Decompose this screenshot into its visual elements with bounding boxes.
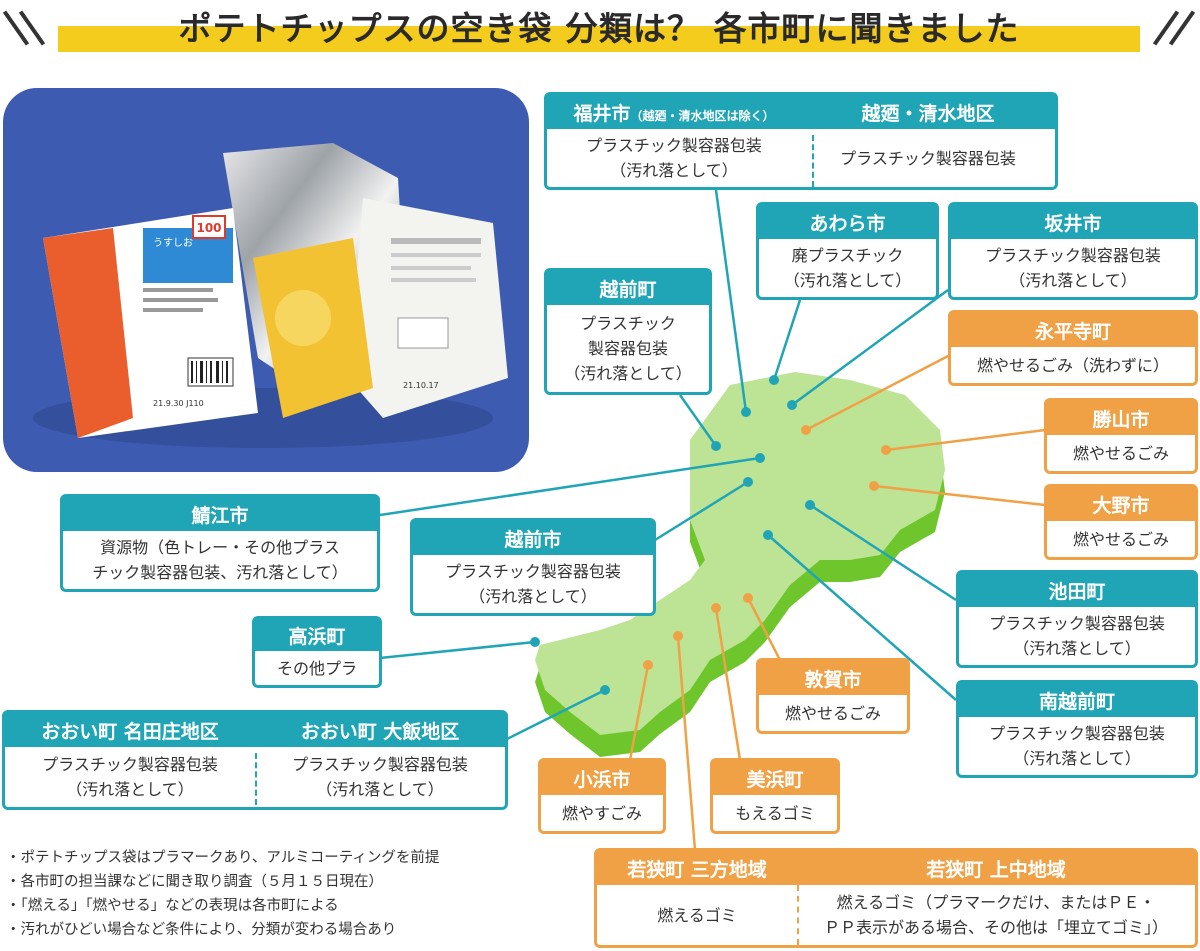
minamiechizen-body: プラスチック製容器包装（汚れ落として） (989, 724, 1165, 768)
katsuyama-body: 燃やせるごみ (1072, 443, 1169, 463)
footnote: ・「燃える」「燃やせる」などの表現は各市町による (6, 898, 339, 914)
card-minamiechizen: 南越前町 プラスチック製容器包装（汚れ落として） (956, 680, 1198, 778)
bag-date-1: 21.9.30 J110 (153, 399, 204, 408)
card-tsuruga: 敦賀市 燃やせるごみ (756, 658, 910, 734)
title-highlight (58, 26, 1140, 52)
divider (255, 753, 257, 805)
mihama-body: もえるゴミ (735, 803, 815, 823)
card-eiheiji: 永平寺町 燃やせるごみ（洗わずに） (948, 310, 1198, 386)
fukui-title-note: （越廼・清水地区は除く） (630, 108, 775, 123)
card-mihama: 美浜町 もえるゴミ (710, 758, 840, 834)
card-sakai: 坂井市 プラスチック製容器包装（汚れ落として） (948, 202, 1198, 300)
ono-title: 大野市 (1047, 487, 1195, 521)
card-ono: 大野市 燃やせるごみ (1044, 484, 1198, 560)
ohi-right-body: プラスチック製容器包装（汚れ落として） (292, 755, 468, 799)
ono-body: 燃やせるごみ (1072, 529, 1169, 549)
footnote: ・汚れがひどい場合など条件により、分類が変わる場合あり (6, 922, 397, 938)
tsuruga-title: 敦賀市 (759, 661, 907, 695)
wakasa-right-body: 燃えるゴミ（プラマークだけ、またはＰＥ・ＰＰ表示がある場合、その他は「埋立てゴミ… (823, 893, 1168, 937)
sakai-body: プラスチック製容器包装（汚れ落として） (985, 246, 1161, 290)
footnote: ・ポテトチップス袋はプラマークあり、アルミコーティングを前提 (6, 850, 440, 866)
card-takahama: 高浜町 その他プラ (252, 616, 382, 688)
map-land (535, 372, 945, 735)
fukui-right-title: 越廼・清水地区 (861, 102, 995, 125)
card-wakasa: 若狭町 三方地域 若狭町 上中地域 燃えるゴミ 燃えるゴミ（プラマークだけ、また… (594, 848, 1198, 948)
bag-badge-text: 100 (196, 221, 221, 235)
obama-body: 燃やすごみ (561, 803, 642, 823)
eiheiji-body: 燃やせるごみ（洗わずに） (976, 355, 1169, 375)
katsuyama-title: 勝山市 (1047, 401, 1195, 435)
echizenshi-title: 越前市 (413, 521, 653, 555)
wakasa-left-body: 燃えるゴミ (657, 905, 737, 925)
page-title: ポテトチップスの空き袋 分類は？ 各市町に聞きました (178, 9, 1020, 48)
echizencho-body: プラスチック製容器包装（汚れ落として） (564, 313, 692, 383)
ohi-right-title: おおい町 大飯地区 (300, 720, 460, 743)
tsuruga-body: 燃やせるごみ (784, 703, 881, 723)
chip-bags-photo: 100 うすしお 21.9.30 J110 21.10.17 (3, 88, 529, 472)
divider (797, 885, 799, 945)
divider (812, 135, 814, 187)
footnotes: ・ポテトチップス袋はプラマークあり、アルミコーティングを前提 ・各市町の担当課な… (6, 846, 526, 942)
card-awara: あわら市 廃プラスチック（汚れ落として） (756, 202, 939, 300)
wakasa-right-title: 若狭町 上中地域 (926, 858, 1066, 881)
ohi-left-body: プラスチック製容器包装（汚れ落として） (42, 755, 218, 799)
card-ikeda: 池田町 プラスチック製容器包装（汚れ落として） (956, 570, 1198, 668)
sabae-title: 鯖江市 (63, 497, 377, 531)
echizenshi-body: プラスチック製容器包装（汚れ落として） (445, 562, 621, 606)
card-fukui: 福井市（越廼・清水地区は除く） 越廼・清水地区 プラスチック製容器包装（汚れ落と… (544, 92, 1058, 190)
minamiechizen-title: 南越前町 (959, 683, 1195, 717)
ikeda-body: プラスチック製容器包装（汚れ落として） (989, 614, 1165, 658)
card-sabae: 鯖江市 資源物（色トレー・その他プラスチック製容器包装、汚れ落として） (60, 494, 380, 592)
card-katsuyama: 勝山市 燃やせるごみ (1044, 398, 1198, 474)
card-ohi: おおい町 名田庄地区 おおい町 大飯地区 プラスチック製容器包装（汚れ落として）… (2, 710, 508, 810)
footnote: ・各市町の担当課などに聞き取り調査（５月１５日現在） (6, 874, 383, 890)
card-echizen-cho: 越前町 プラスチック製容器包装（汚れ落として） (544, 268, 712, 395)
eiheiji-title: 永平寺町 (951, 313, 1195, 347)
takahama-body: その他プラ (276, 658, 357, 678)
chip-bags-illustration: 100 うすしお 21.9.30 J110 21.10.17 (33, 143, 508, 448)
title-banner: ポテトチップスの空き袋 分類は？ 各市町に聞きました (0, 0, 1200, 62)
sakai-title: 坂井市 (951, 205, 1195, 239)
sabae-body: 資源物（色トレー・その他プラスチック製容器包装、汚れ落として） (92, 538, 348, 582)
awara-body: 廃プラスチック（汚れ落として） (783, 246, 912, 290)
card-echizen-shi: 越前市 プラスチック製容器包装（汚れ落として） (410, 518, 656, 616)
ikeda-title: 池田町 (959, 573, 1195, 607)
fukui-left-title: 福井市（越廼・清水地区は除く） (573, 102, 775, 125)
obama-title: 小浜市 (541, 761, 663, 795)
awara-title: あわら市 (759, 205, 936, 239)
wakasa-left-title: 若狭町 三方地域 (627, 858, 767, 881)
fukui-left-body: プラスチック製容器包装（汚れ落として） (586, 136, 762, 180)
fukui-right-body: プラスチック製容器包装 (840, 148, 1016, 168)
takahama-title: 高浜町 (255, 619, 379, 651)
echizencho-title: 越前町 (547, 271, 709, 305)
card-obama: 小浜市 燃やすごみ (538, 758, 666, 834)
bag-date-2: 21.10.17 (403, 381, 439, 390)
mihama-title: 美浜町 (713, 761, 837, 795)
bag-brand-text: うすしお (153, 237, 193, 249)
ohi-left-title: おおい町 名田庄地区 (41, 720, 219, 743)
